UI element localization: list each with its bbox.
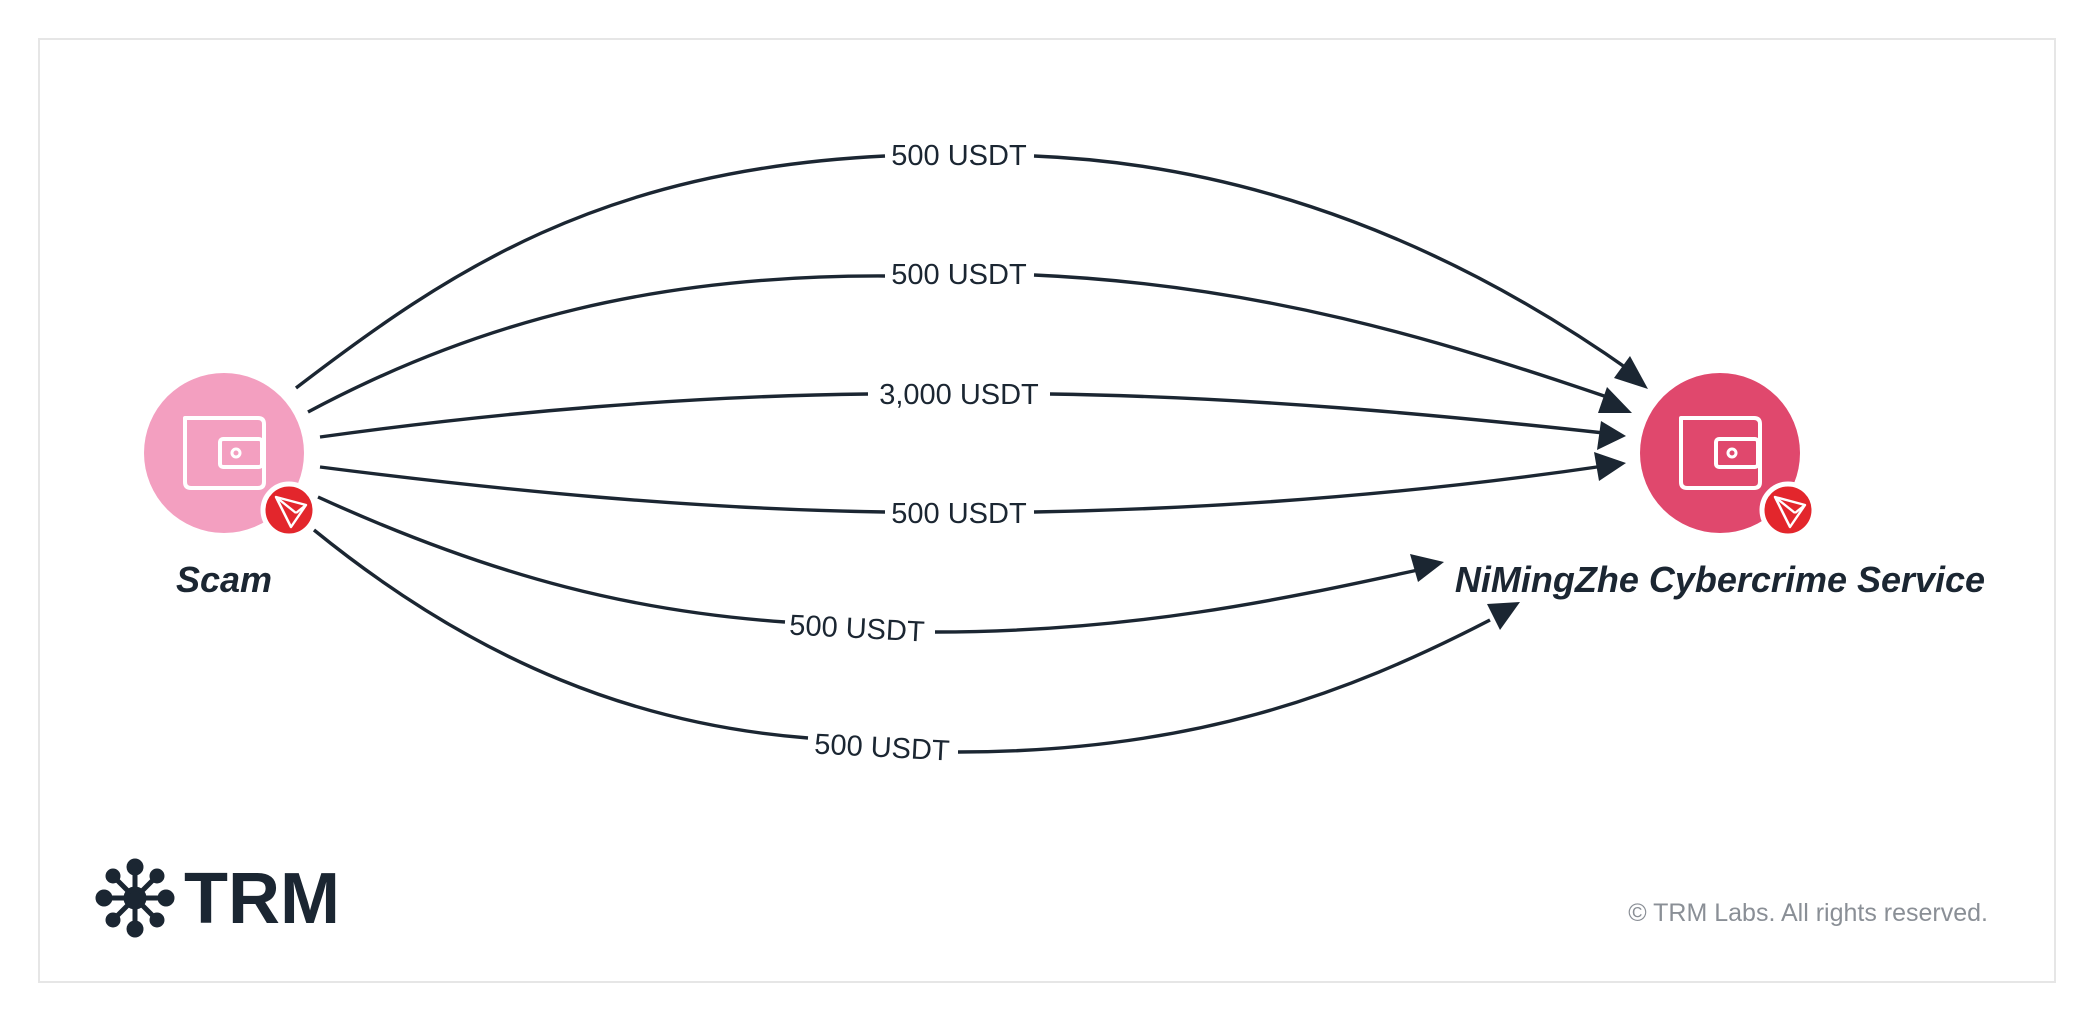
edge-2-arrowhead	[1598, 387, 1632, 413]
edge-1-arrowhead	[1614, 356, 1648, 389]
trm-brand-text: TRM	[184, 859, 340, 939]
target-node[interactable]: NiMingZhe Cybercrime Service	[1455, 373, 1985, 600]
edge-3-path-right	[1049, 392, 1605, 435]
edge-4-arrowhead	[1594, 452, 1626, 481]
edge-2-path-left	[307, 274, 886, 414]
target-node-label: NiMingZhe Cybercrime Service	[1455, 559, 1985, 600]
edge-3-path-left	[319, 392, 869, 439]
edge-6-arrowhead	[1487, 602, 1520, 630]
source-node-label: Scam	[176, 559, 272, 600]
edge-3: 3,000 USDT	[319, 379, 1626, 450]
source-badge-circle	[260, 481, 318, 539]
edge-1: 500 USDT	[294, 140, 1648, 390]
edge-4-path-left	[319, 465, 886, 514]
edge-5-arrowhead	[1410, 554, 1444, 582]
target-tron-badge	[1759, 481, 1817, 539]
edge-1-label: 500 USDT	[891, 140, 1027, 172]
edge-4-label: 500 USDT	[891, 498, 1027, 530]
trm-logo: TRM	[95, 858, 340, 939]
target-node-circle	[1640, 373, 1800, 533]
source-tron-badge	[260, 481, 318, 539]
edge-4: 500 USDT	[319, 452, 1626, 530]
wallet-icon	[1679, 416, 1762, 490]
edge-5-path-right	[934, 568, 1419, 634]
edge-6-path-right	[957, 618, 1491, 754]
target-badge-circle	[1759, 481, 1817, 539]
edge-2: 500 USDT	[307, 259, 1632, 414]
edge-6: 500 USDT	[312, 528, 1520, 768]
edge-1-path-right	[1033, 154, 1633, 374]
source-node-circle	[144, 373, 304, 533]
edge-6-path-left	[312, 528, 809, 740]
edge-6-label: 500 USDT	[814, 728, 951, 767]
tron-icon	[1773, 495, 1807, 529]
edge-1-path-left	[294, 154, 886, 390]
edge-2-label: 500 USDT	[891, 259, 1027, 291]
edge-5-label: 500 USDT	[789, 609, 926, 648]
edges: 500 USDT 500 USDT 3,000 USDT 500 USDT 50…	[294, 140, 1648, 768]
edge-2-path-right	[1033, 273, 1611, 400]
edge-5-path-left	[317, 495, 786, 624]
edge-4-path-right	[1033, 464, 1605, 514]
edge-3-label: 3,000 USDT	[879, 379, 1039, 411]
wallet-icon	[183, 416, 266, 490]
edge-3-arrowhead	[1597, 421, 1626, 450]
trm-network-icon	[95, 858, 175, 938]
edge-5: 500 USDT	[317, 495, 1444, 649]
copyright-text: © TRM Labs. All rights reserved.	[1628, 899, 1988, 927]
tron-icon	[274, 495, 308, 529]
source-node[interactable]: Scam	[144, 373, 318, 600]
